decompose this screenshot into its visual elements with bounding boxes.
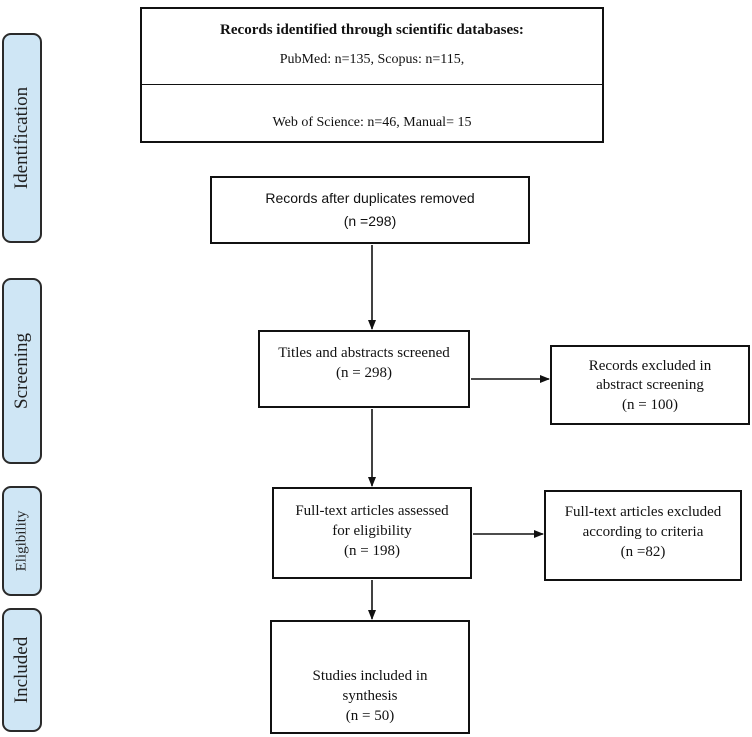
studies-included-line2: synthesis (342, 688, 398, 704)
abstract-excluded-line2: abstract screening (596, 377, 704, 393)
records-identified-divider (142, 84, 602, 85)
phase-eligibility-label: Eligibility (13, 510, 30, 572)
abstract-excluded-count: (n = 100) (622, 397, 678, 413)
titles-abstracts-screened-box: Titles and abstracts screened (n = 298) (258, 330, 470, 408)
duplicates-removed-label: Records after duplicates removed (265, 190, 475, 206)
fulltext-excluded-box: Full-text articles excluded according to… (544, 490, 742, 581)
studies-included-box: Studies included in synthesis (n = 50) (270, 620, 470, 734)
fulltext-assessed-line1: Full-text articles assessed (295, 503, 449, 519)
fulltext-excluded-count: (n =82) (620, 544, 666, 560)
fulltext-excluded-line2: according to criteria (582, 524, 704, 540)
duplicates-removed-box: Records after duplicates removed (n =298… (210, 176, 530, 244)
fulltext-assessed-count: (n = 198) (344, 543, 400, 559)
abstract-excluded-box: Records excluded in abstract screening (… (550, 345, 750, 425)
phase-included-label: Included (11, 636, 32, 704)
duplicates-removed-count: (n =298) (343, 213, 397, 229)
records-identified-databases-1: PubMed: n=135, Scopus: n=115, (279, 52, 465, 67)
phase-included: Included (2, 608, 42, 732)
records-identified-databases-2: Web of Science: n=46, Manual= 15 (272, 115, 472, 130)
fulltext-assessed-line2: for eligibility (332, 523, 412, 539)
screened-count: (n = 298) (336, 365, 392, 381)
records-identified-box: Records identified through scientific da… (140, 7, 604, 143)
phase-screening: Screening (2, 278, 42, 464)
fulltext-assessed-box: Full-text articles assessed for eligibil… (272, 487, 472, 579)
studies-included-line1: Studies included in (312, 668, 428, 684)
records-identified-title: Records identified through scientific da… (220, 22, 524, 38)
phase-identification-label: Identification (11, 86, 32, 190)
phase-identification: Identification (2, 33, 42, 243)
abstract-excluded-line1: Records excluded in (588, 358, 712, 374)
fulltext-excluded-line1: Full-text articles excluded (564, 504, 722, 520)
phase-screening-label: Screening (11, 333, 32, 409)
studies-included-count: (n = 50) (345, 708, 395, 724)
screened-label: Titles and abstracts screened (278, 345, 450, 361)
phase-eligibility: Eligibility (2, 486, 42, 596)
